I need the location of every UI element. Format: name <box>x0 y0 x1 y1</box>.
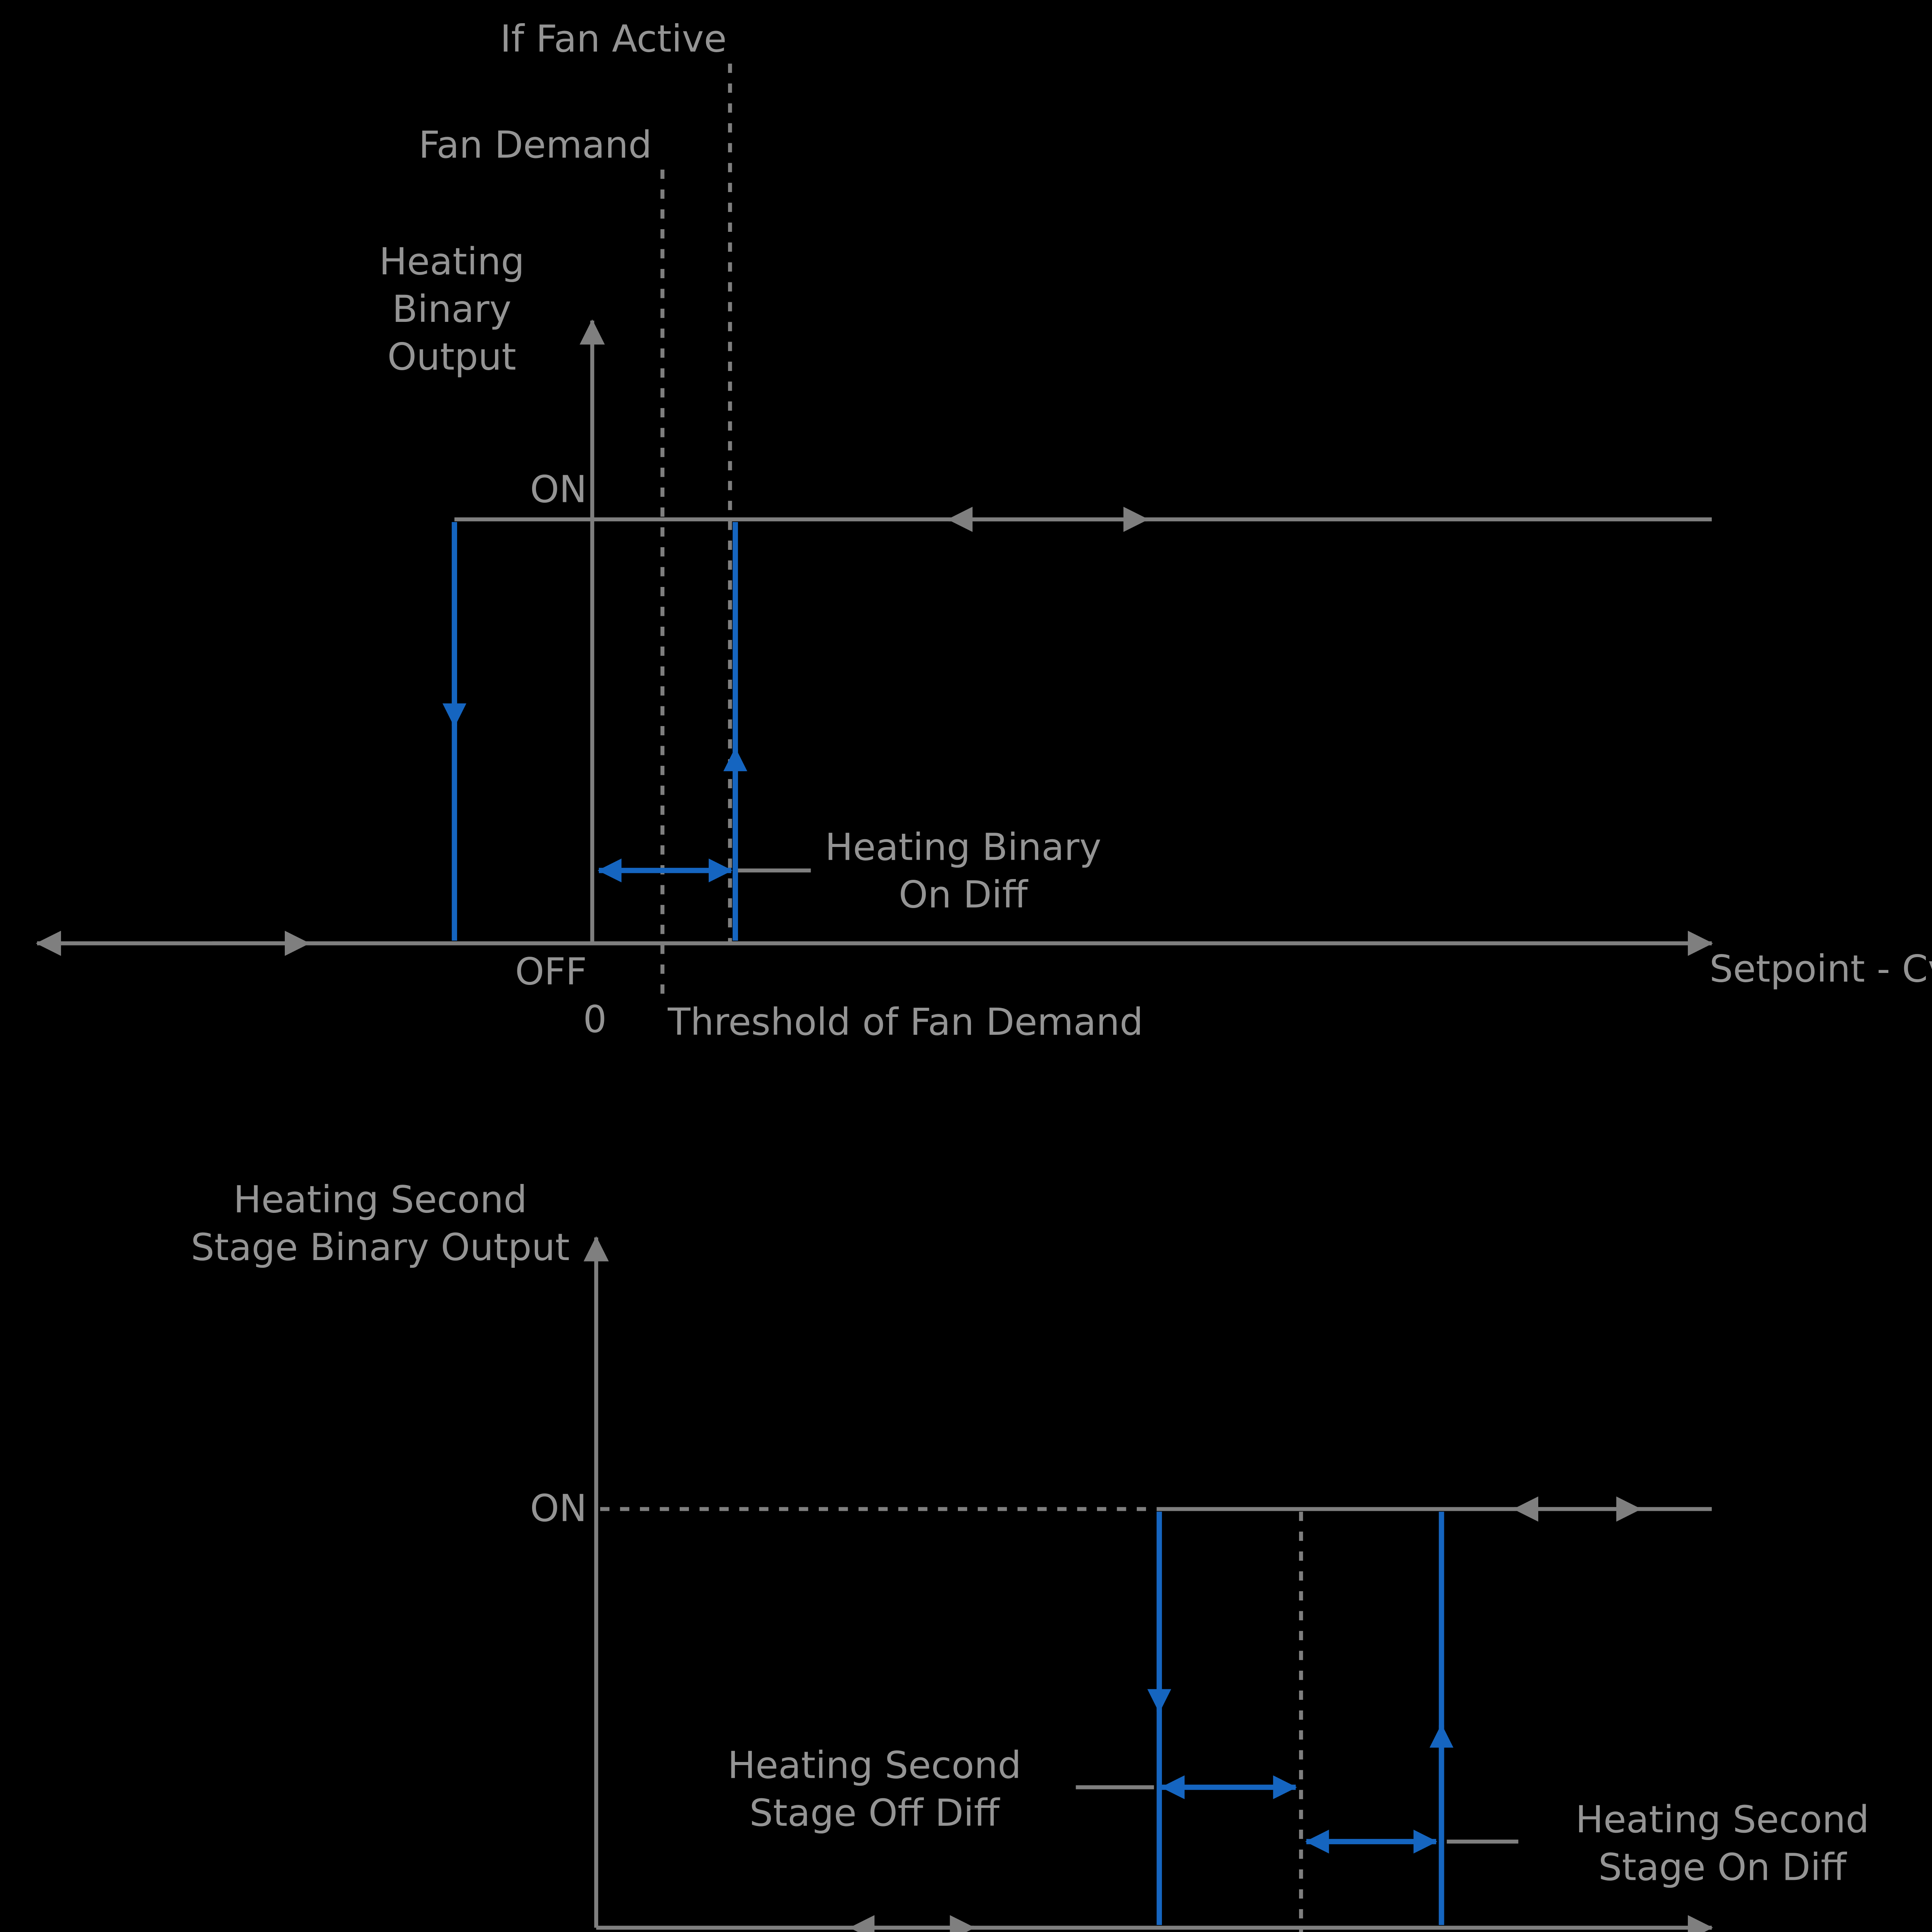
top-on-label: ON <box>530 468 587 512</box>
bottom-y-axis-label: Heating Second Stage Binary Output <box>190 1178 570 1269</box>
top-off-label: OFF <box>515 950 587 994</box>
top-chart <box>36 63 1713 997</box>
second-stage-off-diff-label: Heating Second Stage Off Diff <box>727 1743 1022 1835</box>
top-origin-label: 0 <box>583 997 607 1042</box>
bottom-on-label: ON <box>530 1486 587 1531</box>
threshold-of-fan-demand-label: Threshold of Fan Demand <box>668 1000 1143 1044</box>
bottom-chart <box>583 1236 1713 1932</box>
second-stage-on-diff-label: Heating Second Stage On Diff <box>1575 1798 1869 1889</box>
top-x-axis-label-text: Setpoint - Cv [ <box>1709 947 1932 991</box>
top-x-axis-label: Setpoint - Cv [°C] <box>1709 946 1932 993</box>
if-fan-active-label: If Fan Active <box>500 17 727 61</box>
heating-binary-on-diff-label: Heating Binary On Diff <box>825 825 1102 917</box>
bottom-off-label: OFF <box>515 1929 587 1932</box>
fan-demand-label: Fan Demand <box>418 123 652 167</box>
second-stage-threshold-label: Heating Second Stage Threshold <box>1250 1930 1505 1932</box>
top-y-axis-label: Heating Binary Output <box>379 240 525 379</box>
